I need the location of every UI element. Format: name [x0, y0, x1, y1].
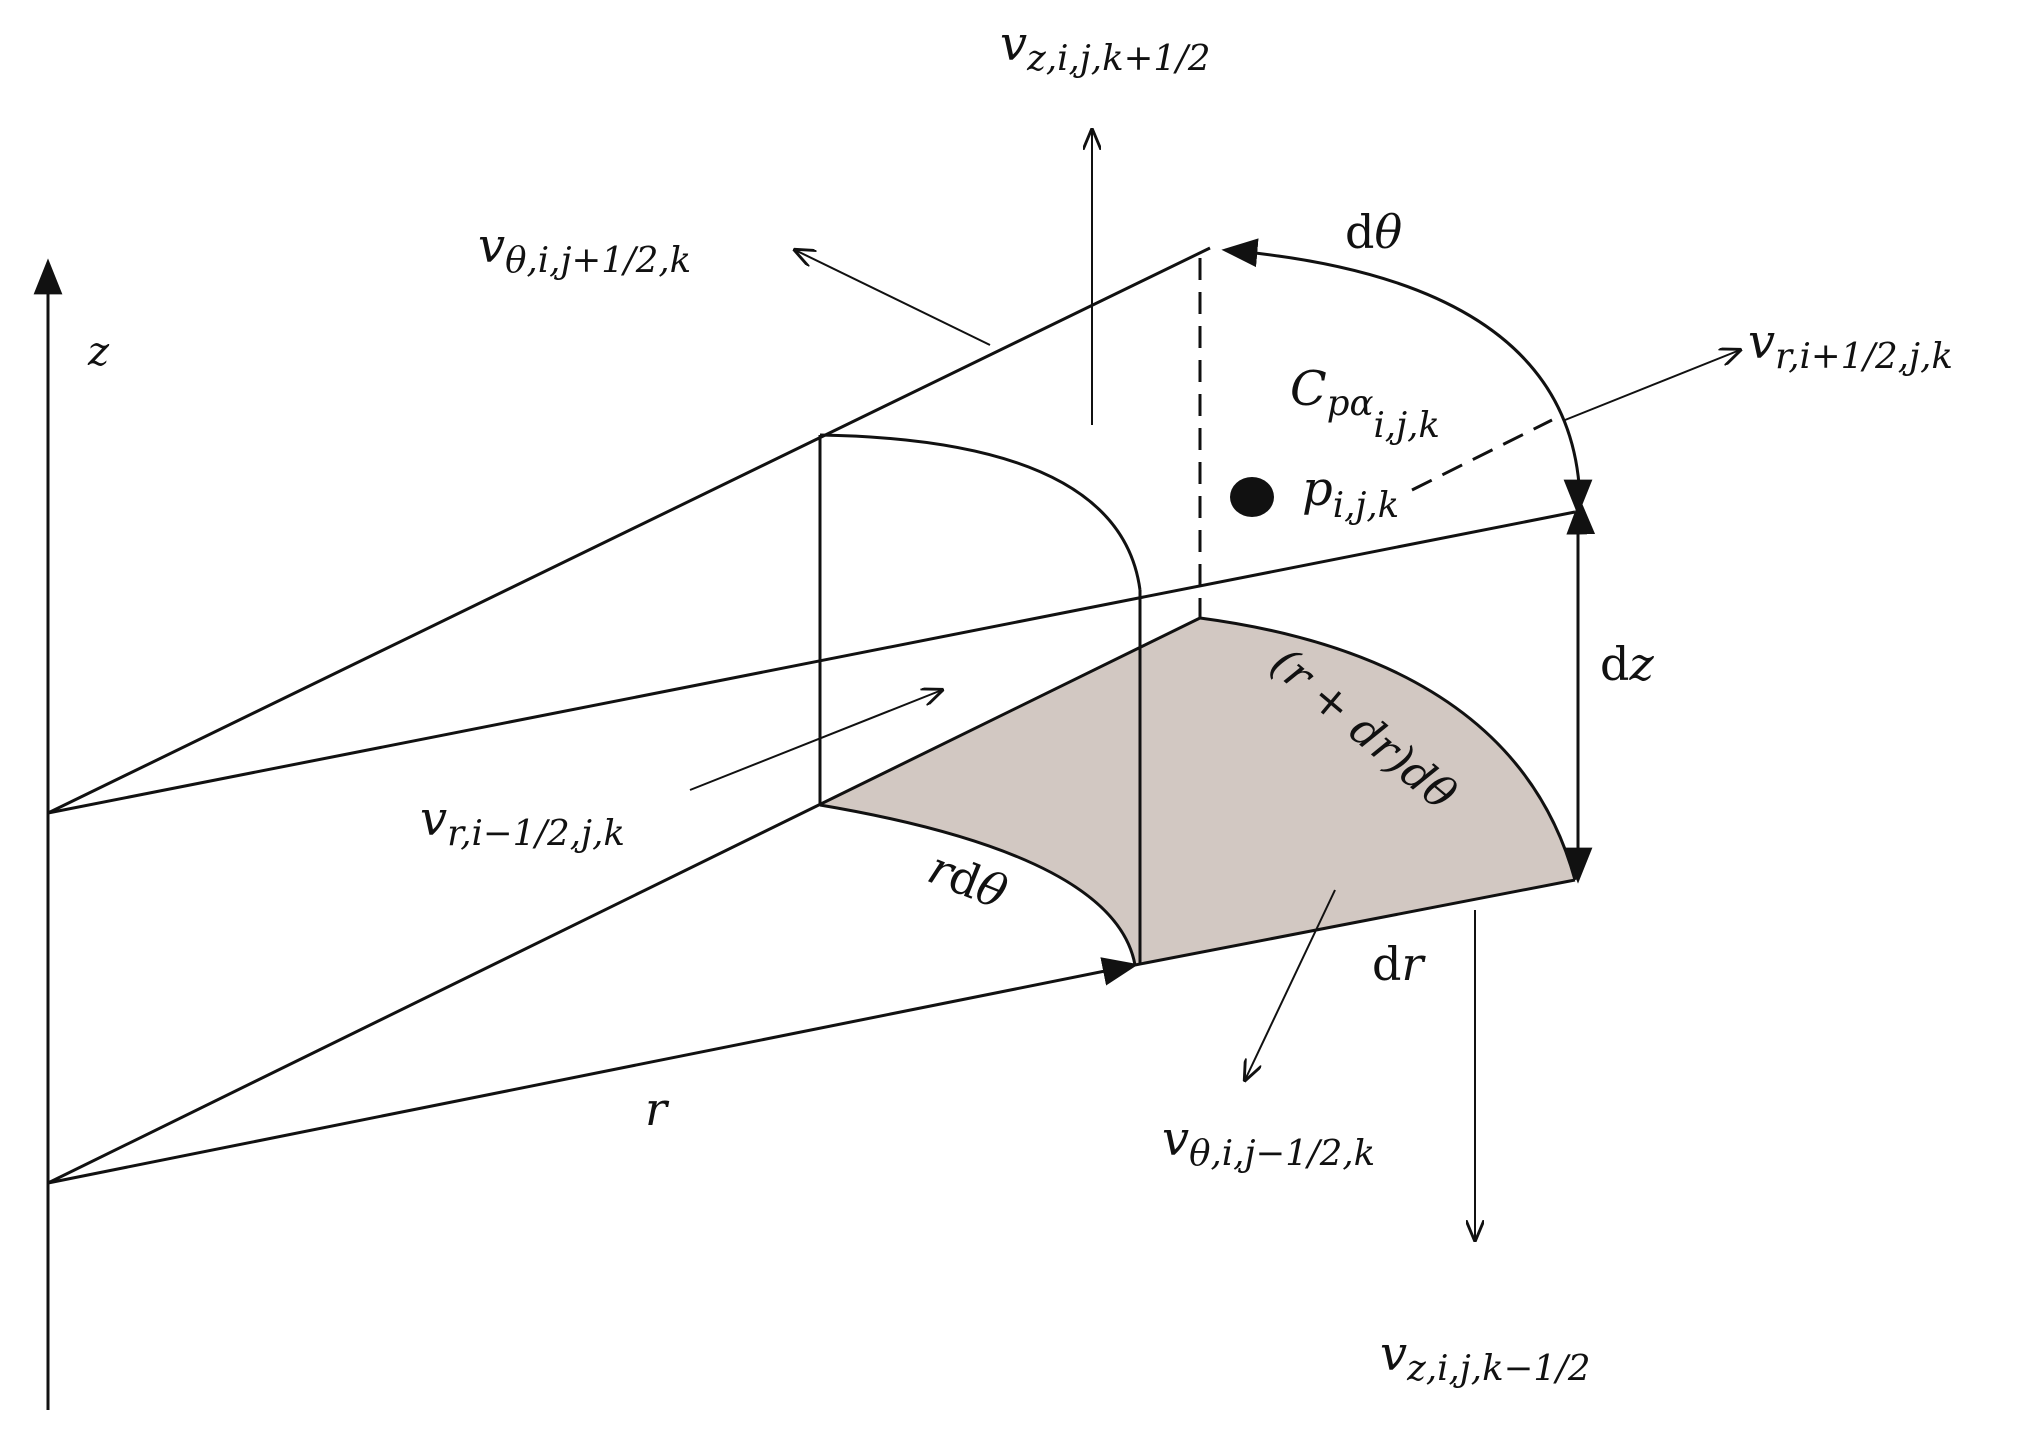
dz-label: dz — [1600, 637, 1654, 691]
vr-minus-sub: r,i−1/2,j,k — [447, 813, 625, 854]
vtheta-minus-arrow — [1245, 889, 1336, 1080]
vtheta-plus-arrow — [795, 250, 991, 346]
vz-bottom-sub: z,i,j,k−1/2 — [1406, 1348, 1590, 1389]
vtheta-plus-base: v — [478, 218, 505, 274]
vr-minus-arrow — [689, 690, 942, 791]
vr-minus-base: v — [420, 791, 447, 847]
edge-bottom-back — [47, 616, 1201, 1185]
z-axis-label: z — [87, 329, 110, 375]
vtheta-minus-label: vθ,i,j−1/2,k — [1162, 1111, 1375, 1174]
vtheta-minus-sub: θ,i,j−1/2,k — [1189, 1133, 1375, 1174]
dtheta-label: dθ — [1345, 205, 1402, 259]
cp-alpha-base: C — [1290, 361, 1327, 417]
pressure-label: pi,j,k — [1302, 461, 1399, 526]
dr-label: dr — [1372, 937, 1426, 991]
vz-top-label: vz,i,j,k+1/2 — [1000, 16, 1211, 79]
dtheta-theta: θ — [1374, 205, 1402, 259]
dtheta-d: d — [1345, 205, 1374, 259]
inner-face-bottom-arc — [819, 803, 1137, 966]
pressure-node-dot — [1230, 477, 1274, 517]
edge-radius — [47, 957, 1139, 1185]
r-label: r — [645, 1082, 670, 1136]
cp-alpha-label: Cpαi,j,k — [1290, 361, 1440, 446]
vtheta-plus-label: vθ,i,j+1/2,k — [478, 218, 691, 281]
vz-top-sub: z,i,j,k+1/2 — [1026, 38, 1210, 79]
outer-face-bottom-arc — [1199, 616, 1577, 881]
z-axis-letter: z — [87, 329, 110, 375]
vtheta-plus-sub: θ,i,j+1/2,k — [505, 240, 691, 281]
pressure-sub: i,j,k — [1333, 485, 1399, 526]
dz-d: d — [1600, 637, 1629, 691]
dr-r: r — [1401, 937, 1426, 991]
edge-top-front — [47, 510, 1576, 815]
vr-minus-label: vr,i−1/2,j,k — [420, 791, 625, 854]
pressure-base: p — [1302, 461, 1333, 517]
dtheta-arc-arrow — [1221, 238, 1596, 535]
vr-plus-base: v — [1748, 314, 1775, 370]
vtheta-minus-base: v — [1162, 1111, 1189, 1167]
edge-top-back — [47, 246, 1211, 815]
wireframe — [33, 246, 1577, 1410]
vr-plus-label: vr,i+1/2,j,k — [1748, 314, 1953, 377]
vz-top-base: v — [1000, 16, 1027, 72]
flux-arrows — [689, 130, 1740, 1240]
vz-bottom-base: v — [1380, 1326, 1407, 1382]
dr-d: d — [1372, 937, 1401, 991]
vr-plus-sub: r,i+1/2,j,k — [1775, 336, 1953, 377]
cp-alpha-sub: i,j,k — [1373, 405, 1439, 446]
r-dtheta-label: rdθ — [921, 840, 1015, 920]
inner-face-top-arc — [819, 433, 1142, 591]
vz-bottom-label: vz,i,j,k−1/2 — [1380, 1326, 1591, 1389]
cp-alpha-mid: pα — [1327, 383, 1374, 424]
dimension-arrows — [1221, 238, 1596, 884]
bottom-face-shaded — [820, 618, 1575, 965]
dz-z: z — [1628, 637, 1654, 691]
outer-face-bottom-edge — [1134, 878, 1576, 967]
vr-plus-arrow — [1564, 350, 1740, 421]
